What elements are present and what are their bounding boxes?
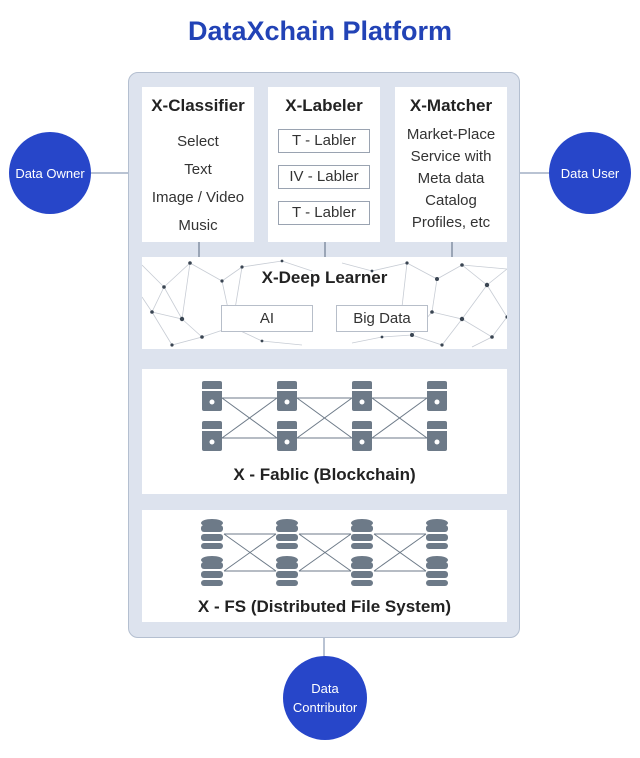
- matcher-line: Catalog: [425, 192, 477, 209]
- deep-learner-title: X-Deep Learner: [261, 268, 388, 287]
- labeler-box: T - Labler: [278, 201, 370, 225]
- data-contributor-node: Data Contributor: [283, 656, 367, 740]
- file-system-label: X - FS (Distributed File System): [197, 597, 452, 616]
- diagram-title: DataXchain Platform: [187, 16, 453, 46]
- matcher-dl-connector: [451, 242, 453, 258]
- database-icon: [426, 519, 448, 549]
- classifier-item: Text: [184, 161, 212, 178]
- server-icon: [352, 421, 372, 451]
- matcher-line: Profiles, etc: [411, 214, 491, 231]
- data-owner-label: Data Owner: [15, 165, 85, 181]
- classifier-item: Image / Video: [151, 189, 245, 206]
- data-user-label: Data User: [560, 165, 620, 181]
- matcher-panel: X-Matcher Market-Place Service with Meta…: [395, 87, 507, 242]
- blockchain-network: [202, 381, 447, 451]
- matcher-line: Market-Place: [406, 126, 496, 143]
- network-graph-background: [142, 259, 507, 348]
- blockchain-panel: X - Fablic (Blockchain): [142, 369, 507, 494]
- classifier-dl-connector: [198, 242, 200, 258]
- matcher-title: X-Matcher: [409, 96, 493, 115]
- database-icon: [201, 556, 223, 586]
- data-contributor-label-line2: Contributor: [292, 700, 358, 715]
- server-icon: [427, 381, 447, 411]
- server-icon: [277, 381, 297, 411]
- database-icon: [351, 519, 373, 549]
- matcher-line: Service with: [410, 148, 492, 165]
- data-contributor-label-line1: Data: [311, 681, 339, 696]
- blockchain-label: X - Fablic (Blockchain): [233, 465, 416, 484]
- classifier-title: X-Classifier: [151, 96, 245, 115]
- server-icon: [202, 381, 222, 411]
- deep-learner-panel: X-Deep Learner AI Big Data: [142, 257, 507, 349]
- database-icon: [201, 519, 223, 549]
- file-system-panel: X - FS (Distributed File System): [142, 510, 507, 622]
- owner-connector: [90, 172, 128, 174]
- data-user-node: Data User: [549, 132, 631, 214]
- database-icon: [276, 519, 298, 549]
- server-icon: [202, 421, 222, 451]
- database-icon: [351, 556, 373, 586]
- big-data-box: Big Data: [336, 305, 428, 332]
- ai-box: AI: [221, 305, 313, 332]
- classifier-panel: X-Classifier Select Text Image / Video M…: [142, 87, 254, 242]
- classifier-item: Select: [177, 133, 219, 150]
- labeler-box: T - Labler: [278, 129, 370, 153]
- labeler-panel: X-Labeler T - Labler IV - Labler T - Lab…: [268, 87, 380, 242]
- matcher-line: Meta data: [417, 170, 485, 187]
- database-icon: [426, 556, 448, 586]
- data-owner-node: Data Owner: [9, 132, 91, 214]
- contributor-connector: [323, 638, 325, 658]
- labeler-dl-connector: [324, 242, 326, 258]
- database-icon: [276, 556, 298, 586]
- server-icon: [427, 421, 447, 451]
- classifier-item: Music: [178, 217, 218, 234]
- file-system-network: [201, 519, 448, 586]
- user-connector: [520, 172, 550, 174]
- labeler-title: X-Labeler: [285, 96, 363, 115]
- labeler-box: IV - Labler: [278, 165, 370, 189]
- server-icon: [277, 421, 297, 451]
- server-icon: [352, 381, 372, 411]
